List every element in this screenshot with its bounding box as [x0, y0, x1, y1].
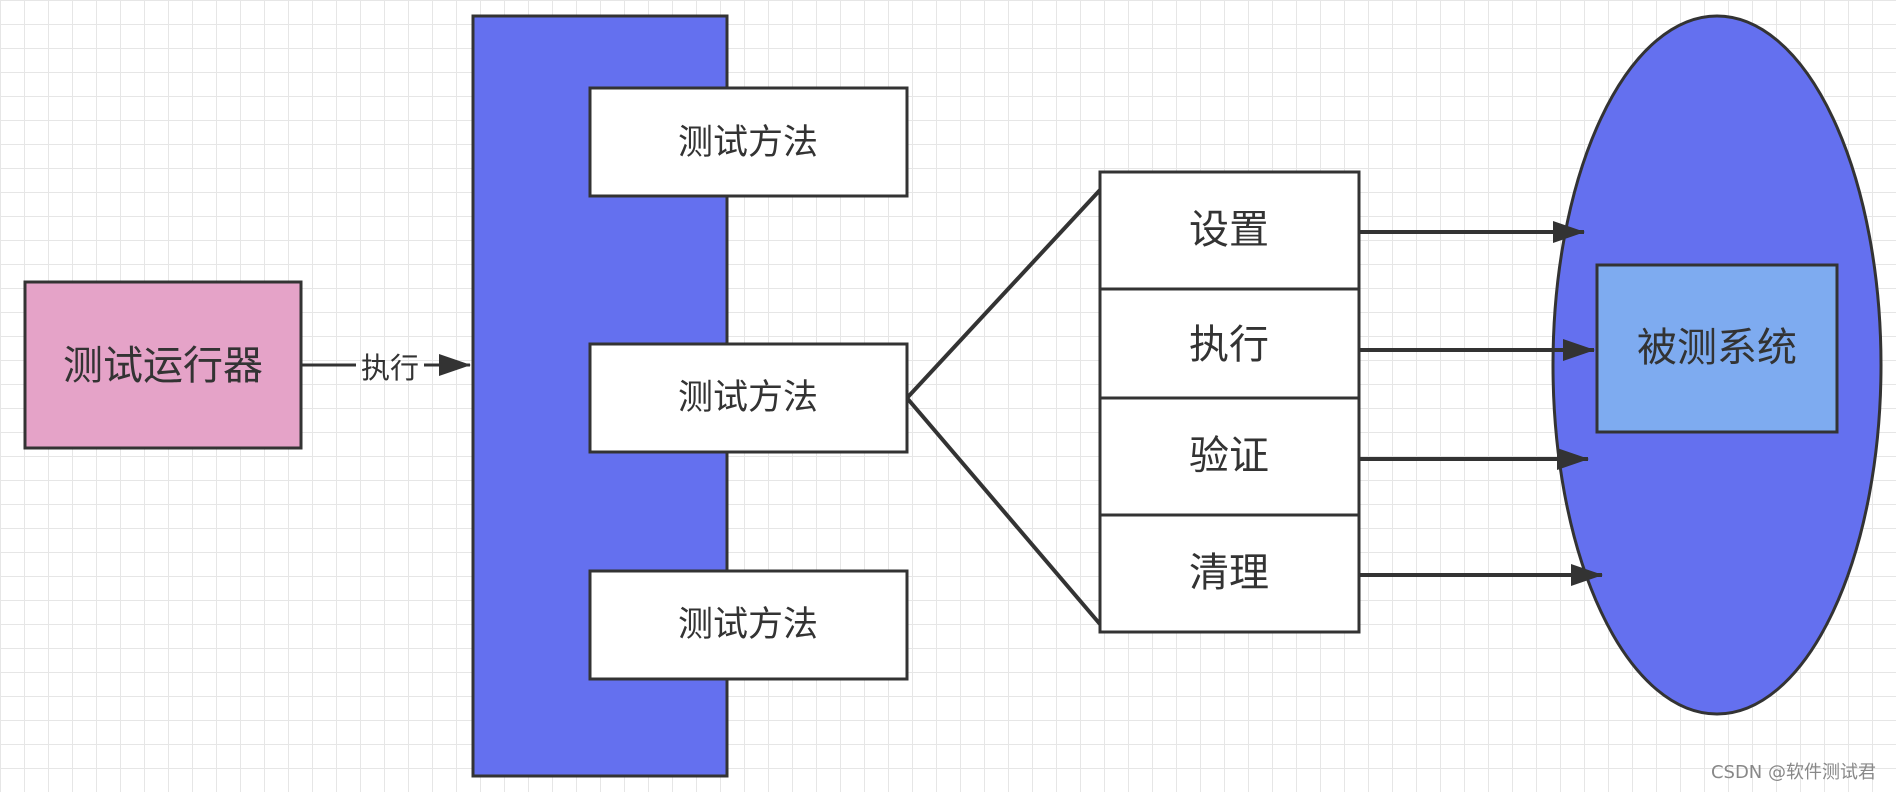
execute-edge-label: 执行	[361, 351, 419, 385]
expand-line-top	[905, 188, 1102, 400]
watermark: CSDN @软件测试君	[1710, 762, 1876, 783]
phase-label-cleanup: 清理	[1189, 550, 1269, 596]
phase-box-execute	[1098, 287, 1361, 400]
phase-label-setup: 设置	[1189, 207, 1269, 253]
test-method-label-3: 测试方法	[678, 605, 818, 645]
test-method-box-1	[588, 86, 909, 198]
sut-box	[1595, 263, 1839, 434]
test-method-box-2	[588, 342, 909, 454]
sut-label: 被测系统	[1637, 325, 1797, 371]
test-method-label-2: 测试方法	[678, 378, 818, 418]
phase-box-cleanup	[1098, 513, 1361, 634]
test-method-box-3	[588, 569, 909, 681]
test-method-label-1: 测试方法	[678, 123, 818, 163]
phase-box-setup	[1098, 170, 1361, 291]
test-runner-label: 测试运行器	[63, 343, 263, 389]
phase-label-verify: 验证	[1189, 433, 1269, 479]
test-runner-box	[23, 280, 303, 450]
phase-label-execute: 执行	[1189, 322, 1269, 368]
expand-line-bottom	[905, 396, 1107, 632]
